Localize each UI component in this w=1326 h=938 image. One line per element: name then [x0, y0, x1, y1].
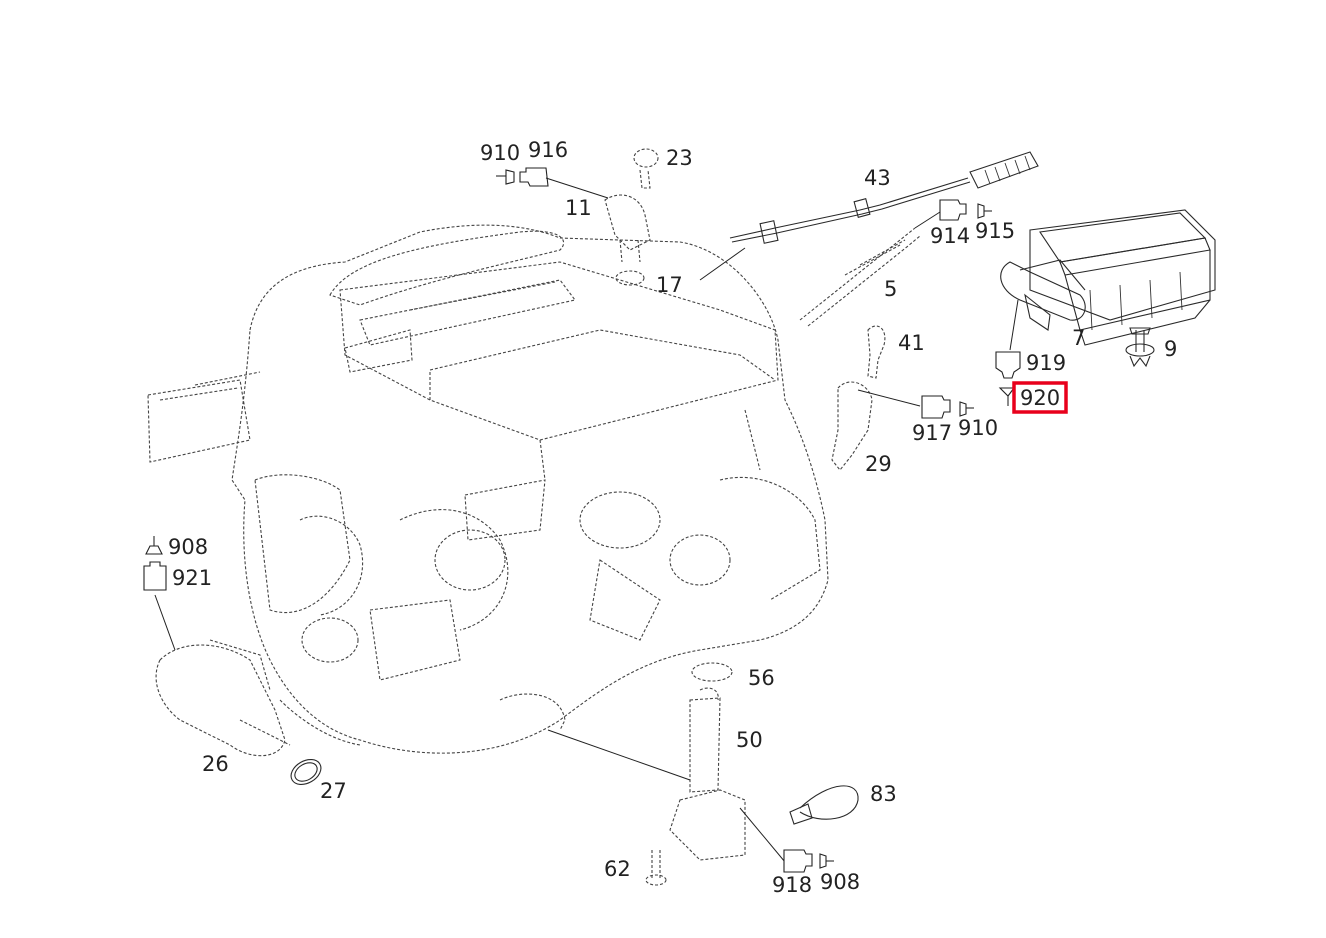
- part-41: [867, 325, 886, 379]
- connector-pin-920: [998, 387, 1016, 406]
- label-915: 915: [975, 219, 1015, 243]
- label-9: 9: [1164, 337, 1177, 361]
- label-7: 7: [1072, 326, 1085, 350]
- label-921: 921: [172, 566, 212, 590]
- label-919: 919: [1026, 351, 1066, 375]
- label-918: 918: [772, 873, 812, 897]
- bolt-9: [1125, 327, 1155, 368]
- label-910-top: 910: [480, 141, 520, 165]
- o-ring-27: [290, 759, 322, 785]
- connector-pin-908b: [819, 853, 834, 869]
- leader-43: [699, 247, 746, 281]
- connector-pin-910a: [496, 169, 515, 185]
- label-27: 27: [320, 779, 347, 803]
- label-916: 916: [528, 138, 568, 162]
- leader-29: [857, 389, 921, 407]
- label-41: 41: [898, 331, 925, 355]
- leader-50: [547, 729, 691, 781]
- part-5: [799, 227, 921, 327]
- sensor-50: [669, 687, 746, 861]
- label-56: 56: [748, 666, 775, 690]
- label-50: 50: [736, 728, 763, 752]
- label-908-left: 908: [168, 535, 208, 559]
- bolt-62: [645, 850, 667, 886]
- sensor-11: [604, 194, 651, 263]
- label-917: 917: [912, 421, 952, 445]
- connector-pin-915: [977, 203, 992, 219]
- leader-918: [739, 807, 786, 863]
- connector-housing-921: [143, 561, 167, 591]
- label-914: 914: [930, 224, 970, 248]
- label-83: 83: [870, 782, 897, 806]
- leader-921: [154, 594, 176, 651]
- control-module-7: [1000, 209, 1216, 346]
- part-labels: 910 916 23 11 43 17 914 915 5 41 7 9 919…: [168, 138, 1177, 897]
- connector-housing-917: [921, 395, 951, 419]
- leader-7: [1009, 299, 1019, 351]
- seal-ring-17: [615, 270, 645, 286]
- connector-pin-908a: [145, 536, 163, 555]
- connector-housing-914: [939, 199, 967, 221]
- connector-housing-918: [783, 849, 813, 873]
- engine-assembly: [147, 224, 829, 754]
- part-23: [633, 148, 659, 189]
- label-43: 43: [864, 166, 891, 190]
- label-29: 29: [865, 452, 892, 476]
- label-23: 23: [666, 146, 693, 170]
- label-17: 17: [656, 273, 683, 297]
- seal-ring-56: [691, 662, 733, 682]
- connector-pin-910b: [959, 401, 974, 417]
- leader-916: [545, 177, 609, 199]
- label-62: 62: [604, 857, 631, 881]
- label-910-right: 910: [958, 416, 998, 440]
- connector-housing-916: [519, 167, 549, 187]
- connector-housing-919: [995, 351, 1021, 379]
- component-26: [155, 639, 291, 757]
- label-920: 920: [1020, 386, 1060, 410]
- leader-914: [914, 211, 941, 229]
- label-11: 11: [565, 196, 592, 220]
- label-908-bottom: 908: [820, 870, 860, 894]
- label-26: 26: [202, 752, 229, 776]
- cable-tie-83: [789, 785, 859, 825]
- label-5: 5: [884, 277, 897, 301]
- part-920-highlight-box[interactable]: [1012, 381, 1068, 414]
- oxygen-sensor-43: [729, 151, 1039, 244]
